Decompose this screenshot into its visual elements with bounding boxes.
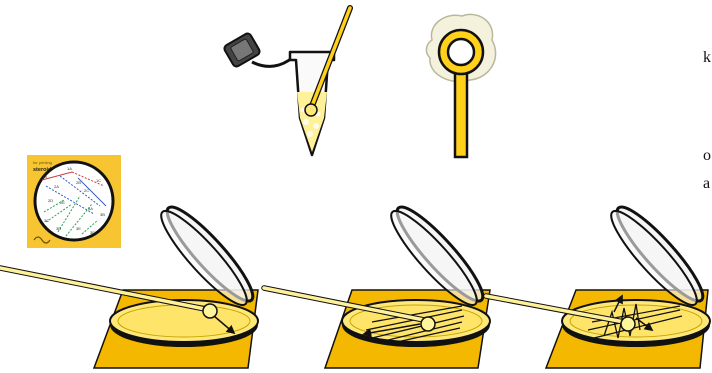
streak-direction-arrow	[213, 315, 236, 335]
template-label: 3D	[56, 226, 61, 231]
streak-template-card: for printing steroid 1A 1B 1C 2A 2B 2C 2…	[27, 155, 121, 248]
template-label: 2E	[60, 200, 65, 205]
template-label: 2C	[84, 188, 89, 193]
template-label: 3B	[100, 212, 105, 217]
template-label: 3C	[44, 218, 49, 223]
template-label: 2B	[76, 180, 81, 185]
template-logo-icon	[33, 236, 51, 244]
edge-text-fragment-2: o	[703, 147, 711, 164]
streak-direction-arrow	[635, 317, 654, 332]
loop-icon	[425, 13, 497, 159]
tube-cap	[223, 32, 293, 68]
petri-dish-icon	[0, 205, 259, 369]
petri-dish-icon	[261, 205, 491, 369]
streak-direction-arrow	[362, 323, 421, 338]
template-label: 1C	[96, 178, 101, 183]
tube-liquid	[297, 92, 327, 152]
template-brand-small: for printing	[33, 160, 52, 165]
template-label: 3A	[88, 206, 93, 211]
edge-text-fragment-3: a	[703, 175, 711, 192]
zigzag-streak	[603, 303, 641, 339]
edge-text-fragment-1: k	[703, 49, 711, 66]
petri-dish-icon	[483, 205, 711, 369]
template-label: 3F	[90, 230, 95, 235]
microcentrifuge-tube-icon	[223, 5, 353, 157]
template-label: 2D	[48, 198, 53, 203]
template-label: 1B	[42, 174, 47, 179]
template-label: 3E	[76, 226, 81, 231]
template-label: 2A	[54, 184, 59, 189]
streak-direction-arrow	[613, 294, 623, 313]
template-brand-big: steroid	[33, 167, 51, 173]
template-label: 1A	[67, 166, 72, 171]
